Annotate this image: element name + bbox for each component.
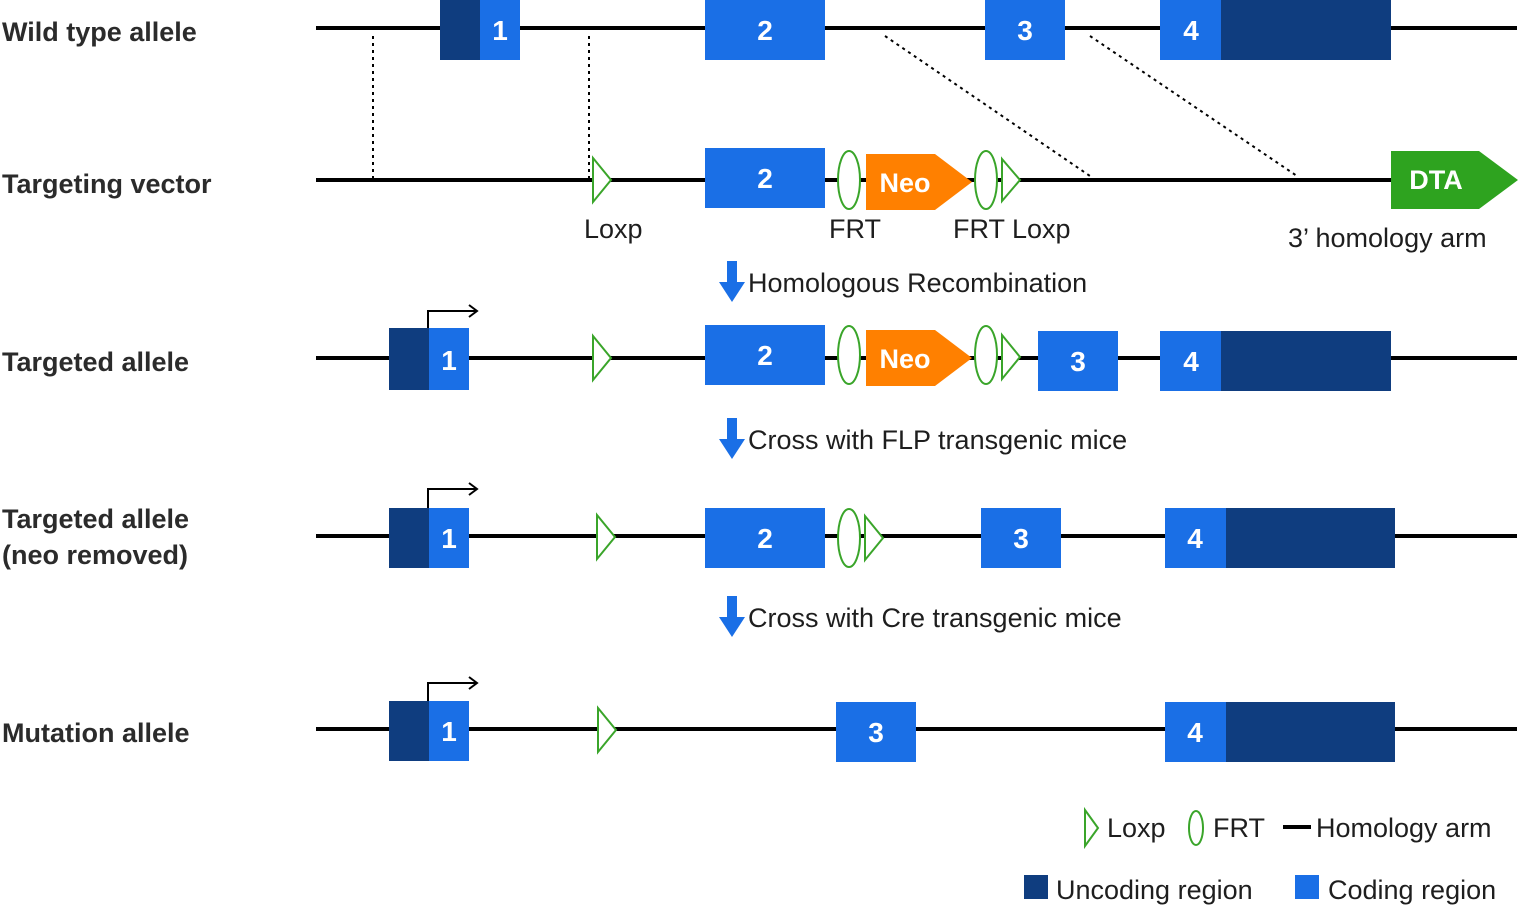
exon-4-label: 4 — [1187, 523, 1203, 554]
exon-1-label: 1 — [492, 15, 508, 46]
exon-2 — [705, 0, 825, 60]
loxp-triangle-icon — [596, 512, 617, 562]
legend-loxp-triangle-icon — [1084, 806, 1100, 850]
frt-annotation: FRT — [829, 214, 881, 244]
exon-4-label: 4 — [1183, 15, 1199, 46]
exon-3-label: 3 — [1070, 346, 1086, 377]
exon-2 — [705, 148, 825, 208]
neo-cassette — [866, 330, 972, 386]
uncoding-region-3prime — [1221, 331, 1391, 391]
legend-uncoding-label: Uncoding region — [1056, 875, 1253, 905]
frt-ellipse-icon — [837, 508, 861, 568]
step-1-label: Homologous Recombination — [748, 268, 1087, 298]
uncoding-region-3prime — [1226, 508, 1395, 568]
loxp-triangle-icon — [1001, 332, 1022, 382]
uncoding-region — [389, 328, 430, 390]
frt-loxp-annotation: FRT Loxp — [953, 214, 1071, 244]
row-label-wild-type: Wild type allele — [2, 17, 197, 47]
targeted-allele: 1 2 Neo 3 4 — [316, 304, 1517, 391]
exon-4-label: 4 — [1183, 346, 1199, 377]
dta-cassette — [1391, 151, 1518, 209]
legend-coding-label: Coding region — [1328, 875, 1496, 905]
targeted-allele-neo-removed: 1 2 3 4 — [316, 482, 1517, 568]
exon-4 — [1160, 0, 1222, 60]
uncoding-region — [440, 0, 481, 60]
loxp-annotation: Loxp — [584, 214, 643, 244]
loxp-triangle-icon — [864, 513, 885, 563]
exon-2-label: 2 — [757, 523, 773, 554]
step-3-label: Cross with Cre transgenic mice — [748, 603, 1122, 633]
step-2-label: Cross with FLP transgenic mice — [748, 425, 1127, 455]
row-label-targeting-vector: Targeting vector — [2, 169, 212, 199]
legend-loxp-label: Loxp — [1107, 813, 1166, 843]
exon-1-label: 1 — [441, 716, 457, 747]
exon-1 — [480, 0, 520, 60]
legend-coding-swatch — [1295, 875, 1319, 899]
exon-2-label: 2 — [757, 163, 773, 194]
targeting-vector: 2 Neo DTA Loxp FRT FRT Loxp 3’ homology … — [316, 148, 1518, 253]
step-cre-cross: Cross with Cre transgenic mice — [719, 596, 1122, 637]
exon-2-label: 2 — [757, 340, 773, 371]
row-label-neo-removed-line1: Targeted allele — [2, 504, 189, 534]
down-arrow-icon — [719, 596, 745, 637]
exon-4-label: 4 — [1187, 717, 1203, 748]
uncoding-region — [389, 701, 430, 761]
step-flp-cross: Cross with FLP transgenic mice — [719, 418, 1127, 459]
transcription-start-arrow-icon — [427, 682, 476, 701]
uncoding-region — [389, 508, 430, 568]
exon-4 — [1160, 331, 1222, 391]
exon-3 — [985, 0, 1065, 60]
loxp-triangle-icon — [592, 155, 613, 205]
loxp-triangle-icon — [592, 333, 613, 383]
exon-1 — [429, 328, 469, 390]
exon-3 — [981, 508, 1061, 568]
dta-label: DTA — [1409, 165, 1463, 195]
frt-ellipse-icon — [837, 325, 861, 385]
exon-1-label: 1 — [441, 523, 457, 554]
exon-1-label: 1 — [441, 345, 457, 376]
exon-3-label: 3 — [1013, 523, 1029, 554]
alignment-dotted-lines — [372, 35, 1298, 178]
down-arrow-icon — [719, 418, 745, 459]
legend-homology-arm-label: Homology arm — [1316, 813, 1492, 843]
uncoding-region-3prime — [1221, 0, 1391, 60]
exon-4 — [1165, 508, 1227, 568]
exon-2-label: 2 — [757, 15, 773, 46]
exon-3-label: 3 — [1017, 15, 1033, 46]
exon-3-label: 3 — [868, 717, 884, 748]
exon-1 — [429, 508, 469, 568]
legend-frt-label: FRT — [1213, 813, 1265, 843]
step-homologous-recombination: Homologous Recombination — [719, 261, 1087, 302]
transcription-start-arrow-icon — [427, 310, 476, 328]
exon-1 — [429, 701, 469, 761]
transcription-start-arrow-icon — [427, 488, 476, 508]
frt-ellipse-icon — [837, 150, 861, 210]
loxp-triangle-icon — [1001, 156, 1022, 204]
mutation-allele: 1 3 4 — [316, 676, 1517, 762]
neo-label: Neo — [879, 344, 930, 374]
down-arrow-icon — [719, 261, 745, 302]
frt-ellipse-icon — [974, 150, 998, 210]
legend-frt-ellipse-icon — [1188, 810, 1204, 846]
neo-cassette — [866, 154, 972, 210]
exon-3 — [1038, 331, 1118, 391]
neo-label: Neo — [879, 168, 930, 198]
row-label-mutation-allele: Mutation allele — [2, 718, 190, 748]
frt-ellipse-icon — [974, 325, 998, 385]
uncoding-region-3prime — [1226, 702, 1395, 762]
loxp-triangle-icon — [597, 705, 618, 755]
legend-uncoding-swatch — [1024, 875, 1048, 899]
legend: Loxp FRT Homology arm Uncoding region Co… — [1024, 806, 1496, 905]
wild-type-allele: 1 2 3 4 — [316, 0, 1517, 60]
homology-arm-3-annotation: 3’ homology arm — [1288, 223, 1487, 253]
exon-3 — [836, 702, 916, 762]
exon-2 — [705, 325, 825, 385]
row-label-neo-removed-line2: (neo removed) — [2, 540, 188, 570]
row-label-targeted-allele: Targeted allele — [2, 347, 189, 377]
exon-2 — [705, 508, 825, 568]
exon-4 — [1165, 702, 1227, 762]
